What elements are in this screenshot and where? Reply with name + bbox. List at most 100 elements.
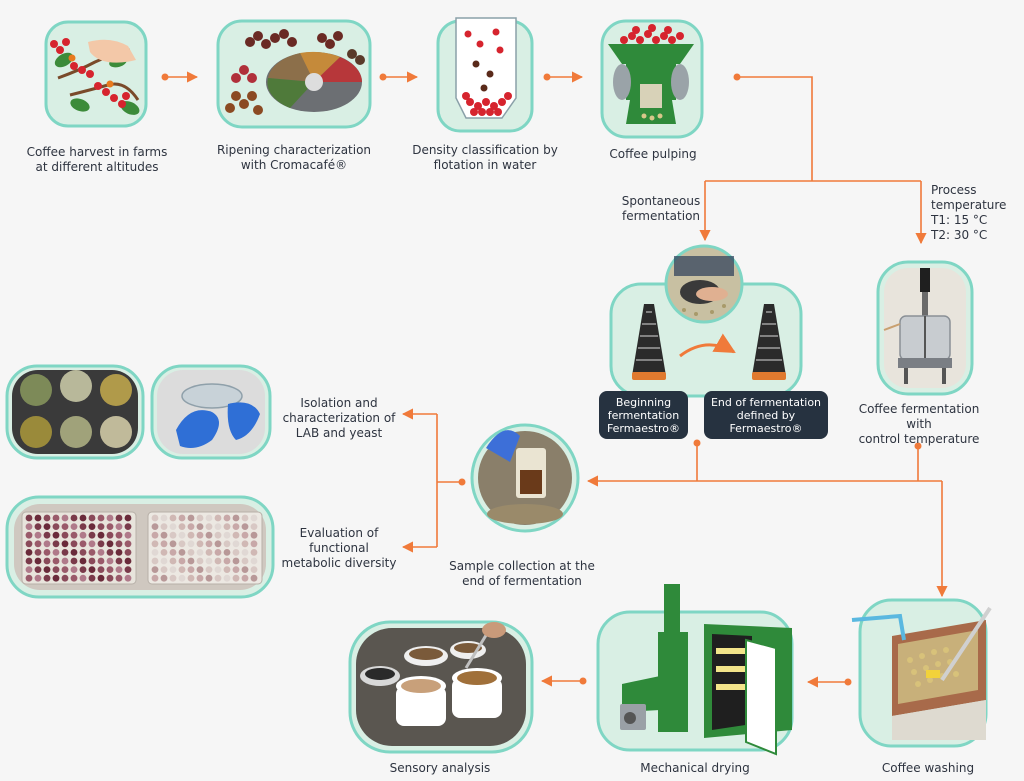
microplate-well bbox=[25, 557, 33, 565]
microplate-well bbox=[61, 574, 69, 582]
microplate-well bbox=[214, 574, 222, 582]
microplate-well bbox=[187, 514, 195, 522]
microplate-well bbox=[214, 523, 222, 530]
microplate-well bbox=[25, 549, 33, 556]
microplate-well bbox=[196, 523, 204, 530]
microplate-well bbox=[34, 557, 42, 565]
microplate-well bbox=[232, 557, 240, 565]
sensory-label: Sensory analysis bbox=[389, 761, 491, 775]
petri-dishes-icon bbox=[20, 370, 132, 448]
microplate-well bbox=[241, 514, 249, 522]
microplate-well bbox=[250, 531, 258, 539]
microplate-well bbox=[79, 514, 87, 522]
microplate-well bbox=[214, 514, 222, 522]
microplate-well bbox=[97, 523, 105, 530]
microplate-well bbox=[178, 514, 186, 522]
microplate-well bbox=[106, 557, 114, 565]
microplate-well bbox=[241, 549, 249, 556]
microplate-well bbox=[25, 523, 33, 530]
microplate-well bbox=[34, 531, 42, 539]
beginning-fermentation-badge: Beginning fermentation Fermaestro® bbox=[599, 391, 688, 439]
microplate-well bbox=[151, 514, 159, 522]
microplate-well bbox=[106, 549, 114, 556]
microplate-wells-a bbox=[25, 514, 132, 582]
microplate-well bbox=[214, 557, 222, 565]
microplate-well bbox=[205, 540, 213, 548]
microplate-well bbox=[160, 549, 168, 556]
microplate-well bbox=[241, 557, 249, 565]
microplate-well bbox=[43, 574, 51, 582]
cupping-cups-photo bbox=[360, 622, 506, 726]
pulping-panel bbox=[600, 19, 704, 139]
microplate-well bbox=[160, 531, 168, 539]
isolation-label: Isolation and characterization of LAB an… bbox=[282, 396, 396, 440]
microplate-well bbox=[187, 540, 195, 548]
microplate-well bbox=[232, 531, 240, 539]
microplate-well bbox=[187, 549, 195, 556]
arrow-harvest-to-ripening bbox=[161, 71, 199, 83]
microplate-well bbox=[25, 574, 33, 582]
fermaestro-cone-icon-end bbox=[752, 304, 786, 380]
microplate-well bbox=[178, 566, 186, 573]
microplate-well bbox=[223, 531, 231, 539]
microplate-well bbox=[205, 523, 213, 530]
microplate-well bbox=[88, 514, 96, 522]
microplate-well bbox=[250, 514, 258, 522]
microplate-well bbox=[43, 514, 51, 522]
microplate-well bbox=[124, 531, 132, 539]
microplate-well bbox=[61, 566, 69, 573]
microplate-well bbox=[106, 523, 114, 530]
microplate-well bbox=[241, 566, 249, 573]
microplate-well bbox=[106, 531, 114, 539]
microplate-well bbox=[151, 523, 159, 530]
microplate-well bbox=[169, 549, 177, 556]
connectors bbox=[161, 71, 948, 688]
microplate-well bbox=[88, 540, 96, 548]
microplate-well bbox=[178, 574, 186, 582]
microplate-well bbox=[79, 540, 87, 548]
microplate-well bbox=[151, 549, 159, 556]
microplate-well bbox=[52, 531, 60, 539]
microplate-well bbox=[151, 531, 159, 539]
ripening-label: Ripening characterization with Cromacafé… bbox=[216, 143, 372, 172]
density-panel bbox=[436, 17, 534, 133]
microplate-well bbox=[115, 523, 123, 530]
microplate-well bbox=[250, 523, 258, 530]
microplate-well bbox=[34, 523, 42, 530]
microplate-well bbox=[70, 566, 78, 573]
microplate-well bbox=[205, 531, 213, 539]
progress-curved-arrow bbox=[679, 333, 736, 358]
microplate-well bbox=[205, 549, 213, 556]
microplate-well bbox=[115, 574, 123, 582]
microplate-well bbox=[88, 531, 96, 539]
microplate-well bbox=[124, 566, 132, 573]
microplate-well bbox=[187, 574, 195, 582]
microplate-well bbox=[43, 523, 51, 530]
sample-collection-panel bbox=[470, 423, 580, 533]
microplate-well bbox=[160, 566, 168, 573]
microplate-well bbox=[79, 574, 87, 582]
microplate-well bbox=[151, 540, 159, 548]
microplate-well bbox=[79, 557, 87, 565]
microplate-well bbox=[61, 549, 69, 556]
gloved-hands-icon bbox=[176, 383, 260, 448]
sample-collection-label: Sample collection at the end of fermenta… bbox=[449, 559, 595, 588]
microplate-well bbox=[97, 566, 105, 573]
microplate-well bbox=[115, 531, 123, 539]
microplate-well bbox=[25, 531, 33, 539]
microplate-well bbox=[106, 514, 114, 522]
microplate-well bbox=[34, 566, 42, 573]
process-temperature-label: Process temperature T1: 15 °C T2: 30 °C bbox=[931, 183, 1007, 242]
ripening-panel bbox=[216, 19, 372, 129]
microplate-well bbox=[196, 549, 204, 556]
microplate-well bbox=[88, 566, 96, 573]
microplate-well bbox=[169, 514, 177, 522]
microplate-well bbox=[196, 557, 204, 565]
microplate-well bbox=[178, 549, 186, 556]
microplate-well bbox=[232, 549, 240, 556]
microplate-well bbox=[124, 540, 132, 548]
microplate-well bbox=[160, 574, 168, 582]
controlled-fermentation-panel bbox=[876, 260, 974, 396]
microplate-well bbox=[52, 557, 60, 565]
microplate-well bbox=[97, 531, 105, 539]
